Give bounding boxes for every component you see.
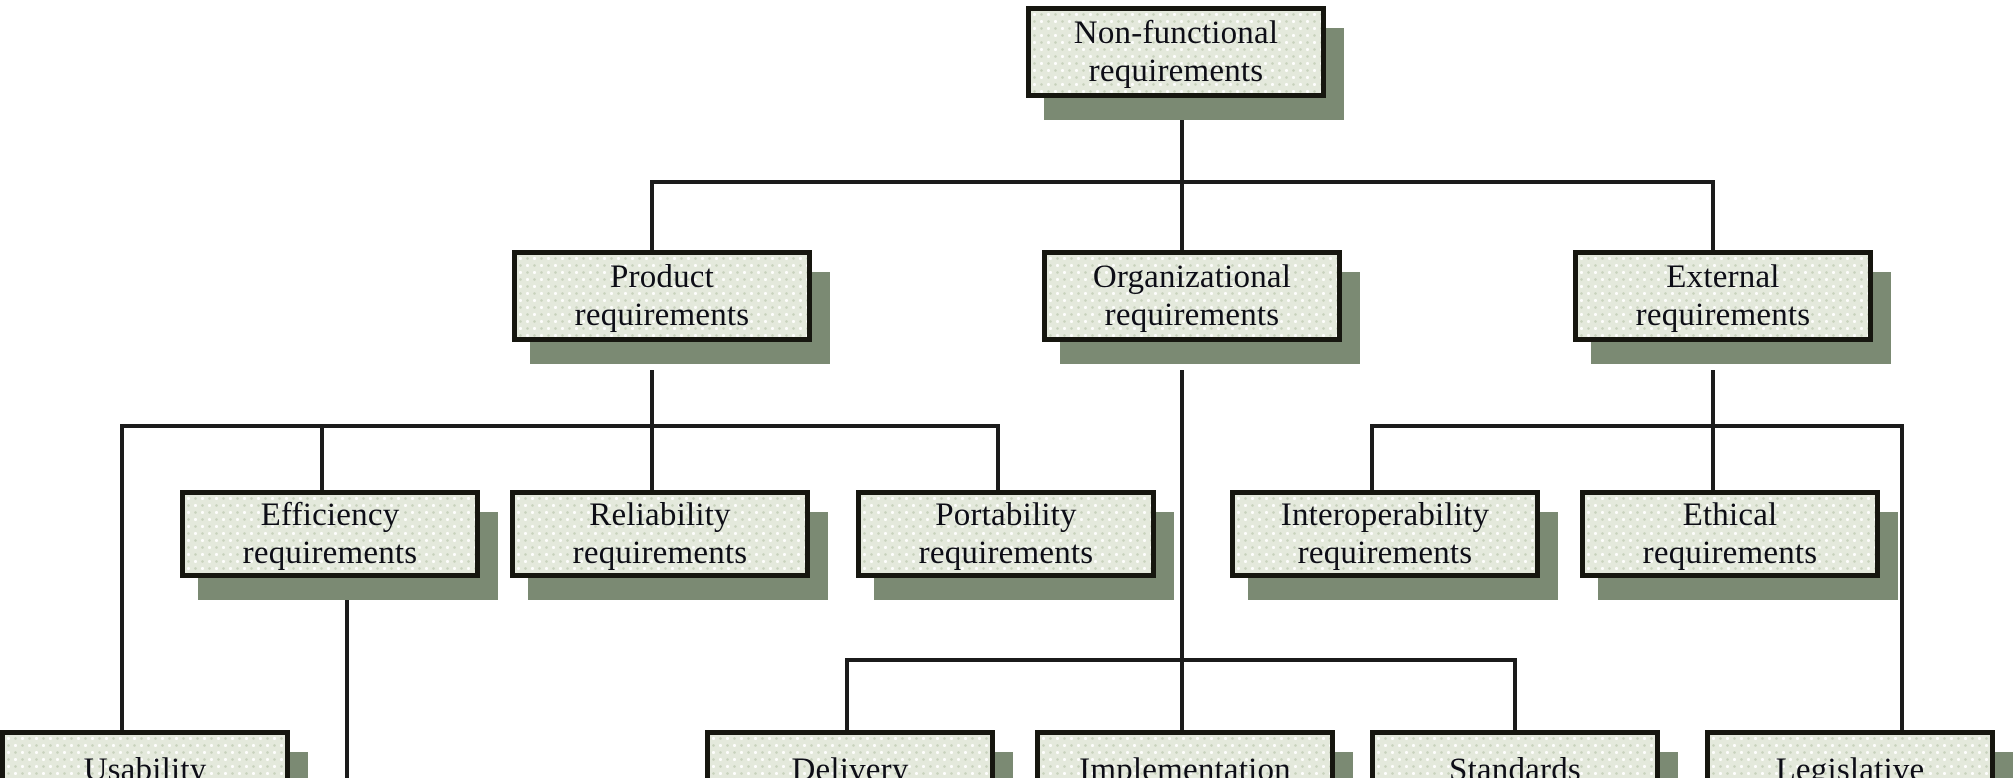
node-label-line1: Implementation — [1079, 751, 1291, 778]
connector-to-delivery — [845, 658, 849, 732]
node-label-line1: Ethical — [1682, 496, 1778, 533]
node-delivery[interactable]: Delivery — [705, 730, 995, 778]
connector-to-organizational — [1180, 180, 1184, 252]
node-label-line2: requirements — [242, 535, 418, 571]
connector-to-reliability — [650, 424, 654, 492]
node-implementation[interactable]: Implementation — [1035, 730, 1335, 778]
connector-to-legislative — [1900, 424, 1904, 732]
node-label-line1: External — [1666, 258, 1780, 295]
node-label-line1: Delivery — [791, 751, 909, 778]
node-usability[interactable]: Usability — [0, 730, 290, 778]
node-label-line1: Reliability — [589, 496, 731, 533]
connector-to-product — [650, 180, 654, 252]
connector-product-bus — [120, 424, 1000, 428]
connector-organizational-bus — [845, 658, 1517, 662]
node-label-line1: Non-functional — [1073, 14, 1279, 51]
connector-to-usability — [120, 424, 124, 732]
node-label-line1: Product — [609, 258, 715, 295]
node-standards[interactable]: Standards — [1370, 730, 1660, 778]
node-product-requirements[interactable]: Product requirements — [512, 250, 812, 342]
node-label-line1: Legislative — [1775, 751, 1925, 778]
node-efficiency-requirements[interactable]: Efficiency requirements — [180, 490, 480, 578]
node-non-functional-requirements[interactable]: Non-functional requirements — [1026, 6, 1326, 98]
node-reliability-requirements[interactable]: Reliability requirements — [510, 490, 810, 578]
node-label-line2: requirements — [918, 535, 1094, 571]
node-label-line2: requirements — [1104, 297, 1280, 333]
connector-to-standards — [1513, 658, 1517, 732]
node-external-requirements[interactable]: External requirements — [1573, 250, 1873, 342]
node-label-line1: Organizational — [1092, 258, 1292, 295]
node-organizational-requirements[interactable]: Organizational requirements — [1042, 250, 1342, 342]
connector-to-ethical — [1711, 424, 1715, 492]
connector-to-efficiency — [320, 424, 324, 492]
connector-to-portability — [996, 424, 1000, 492]
connector-external-stem — [1711, 370, 1715, 442]
connector-to-interoperability — [1370, 424, 1374, 492]
connector-product-stem — [650, 370, 654, 442]
node-portability-requirements[interactable]: Portability requirements — [856, 490, 1156, 578]
connector-to-external — [1711, 180, 1715, 252]
connector-external-bus — [1370, 424, 1904, 428]
node-label-line1: Interoperability — [1280, 496, 1490, 533]
node-legislative[interactable]: Legislative — [1705, 730, 1995, 778]
node-label-line1: Usability — [83, 751, 207, 778]
node-label-line1: Efficiency — [260, 496, 400, 533]
node-label-line2: requirements — [1088, 53, 1264, 89]
node-label-line2: requirements — [1297, 535, 1473, 571]
node-label-line2: requirements — [1635, 297, 1811, 333]
node-label-line2: requirements — [574, 297, 750, 333]
node-label-line2: requirements — [1642, 535, 1818, 571]
connector-root-stem — [1180, 88, 1184, 184]
node-label-line1: Portability — [935, 496, 1077, 533]
node-label-line1: Standards — [1449, 751, 1581, 778]
connector-organizational-stem — [1180, 370, 1184, 732]
connector-efficiency-stem — [345, 600, 349, 778]
node-label-line2: requirements — [572, 535, 748, 571]
node-interoperability-requirements[interactable]: Interoperability requirements — [1230, 490, 1540, 578]
node-ethical-requirements[interactable]: Ethical requirements — [1580, 490, 1880, 578]
